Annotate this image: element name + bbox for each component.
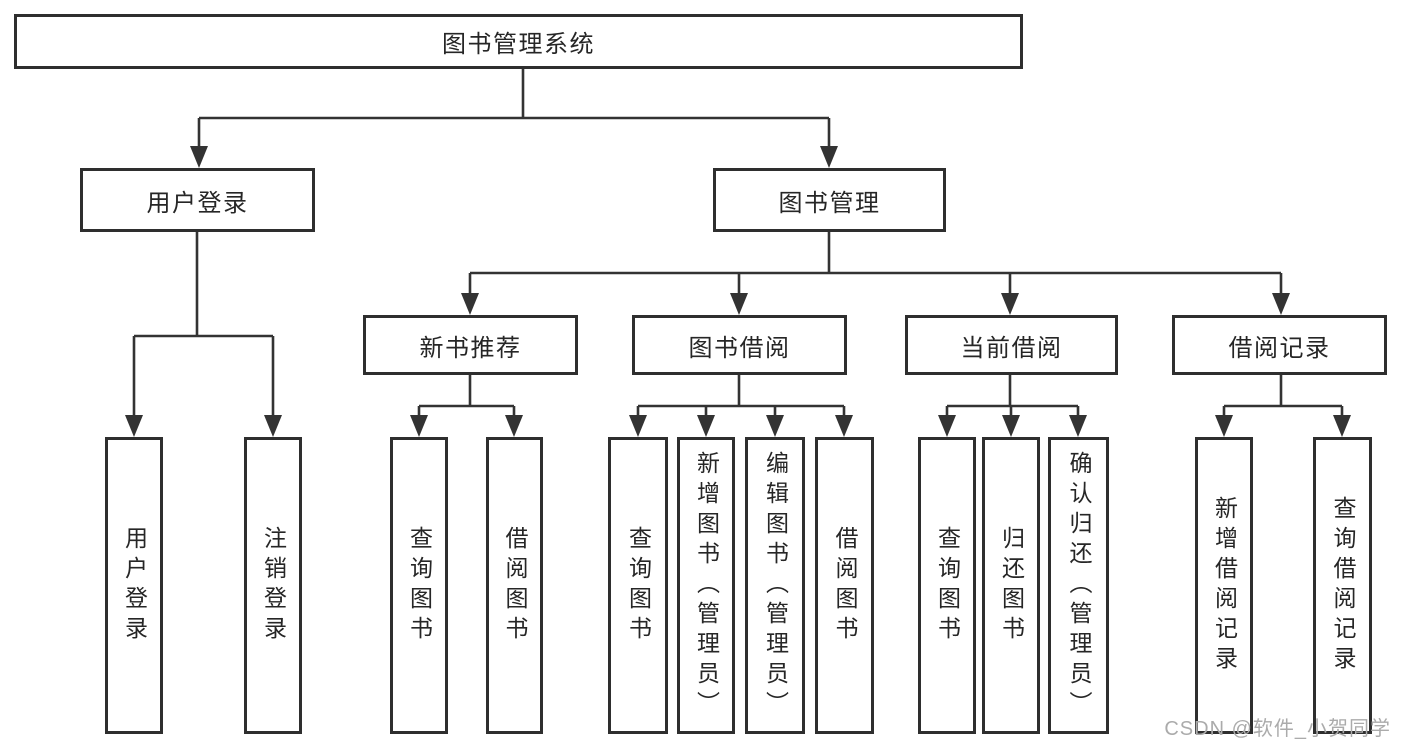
node-new-book-recommend: 新书推荐 xyxy=(363,315,578,375)
leaf-query-books-1: 查询图书 xyxy=(390,437,448,734)
leaf-logout: 注销登录 xyxy=(244,437,302,734)
node-user-login: 用户登录 xyxy=(80,168,315,232)
node-borrowing-records: 借阅记录 xyxy=(1172,315,1387,375)
node-library-system: 图书管理系统 xyxy=(14,14,1023,69)
leaf-query-books-2: 查询图书 xyxy=(608,437,668,734)
leaf-return-books: 归还图书 xyxy=(982,437,1040,734)
node-current-borrowing: 当前借阅 xyxy=(905,315,1118,375)
leaf-query-borrow-record: 查询借阅记录 xyxy=(1313,437,1372,734)
watermark: CSDN @软件_小贺同学 xyxy=(1164,718,1391,740)
node-book-management: 图书管理 xyxy=(713,168,946,232)
leaf-query-books-3: 查询图书 xyxy=(918,437,976,734)
leaf-borrow-books-1: 借阅图书 xyxy=(486,437,543,734)
leaf-add-book-admin: 新增图书（管理员） xyxy=(677,437,735,734)
arrowhead-icons xyxy=(125,146,1351,437)
leaf-confirm-return-admin: 确认归还（管理员） xyxy=(1048,437,1109,734)
leaf-add-borrow-record: 新增借阅记录 xyxy=(1195,437,1253,734)
leaf-borrow-books-2: 借阅图书 xyxy=(815,437,874,734)
leaf-edit-book-admin: 编辑图书（管理员） xyxy=(745,437,805,734)
node-book-borrowing: 图书借阅 xyxy=(632,315,847,375)
leaf-user-login: 用户登录 xyxy=(105,437,163,734)
